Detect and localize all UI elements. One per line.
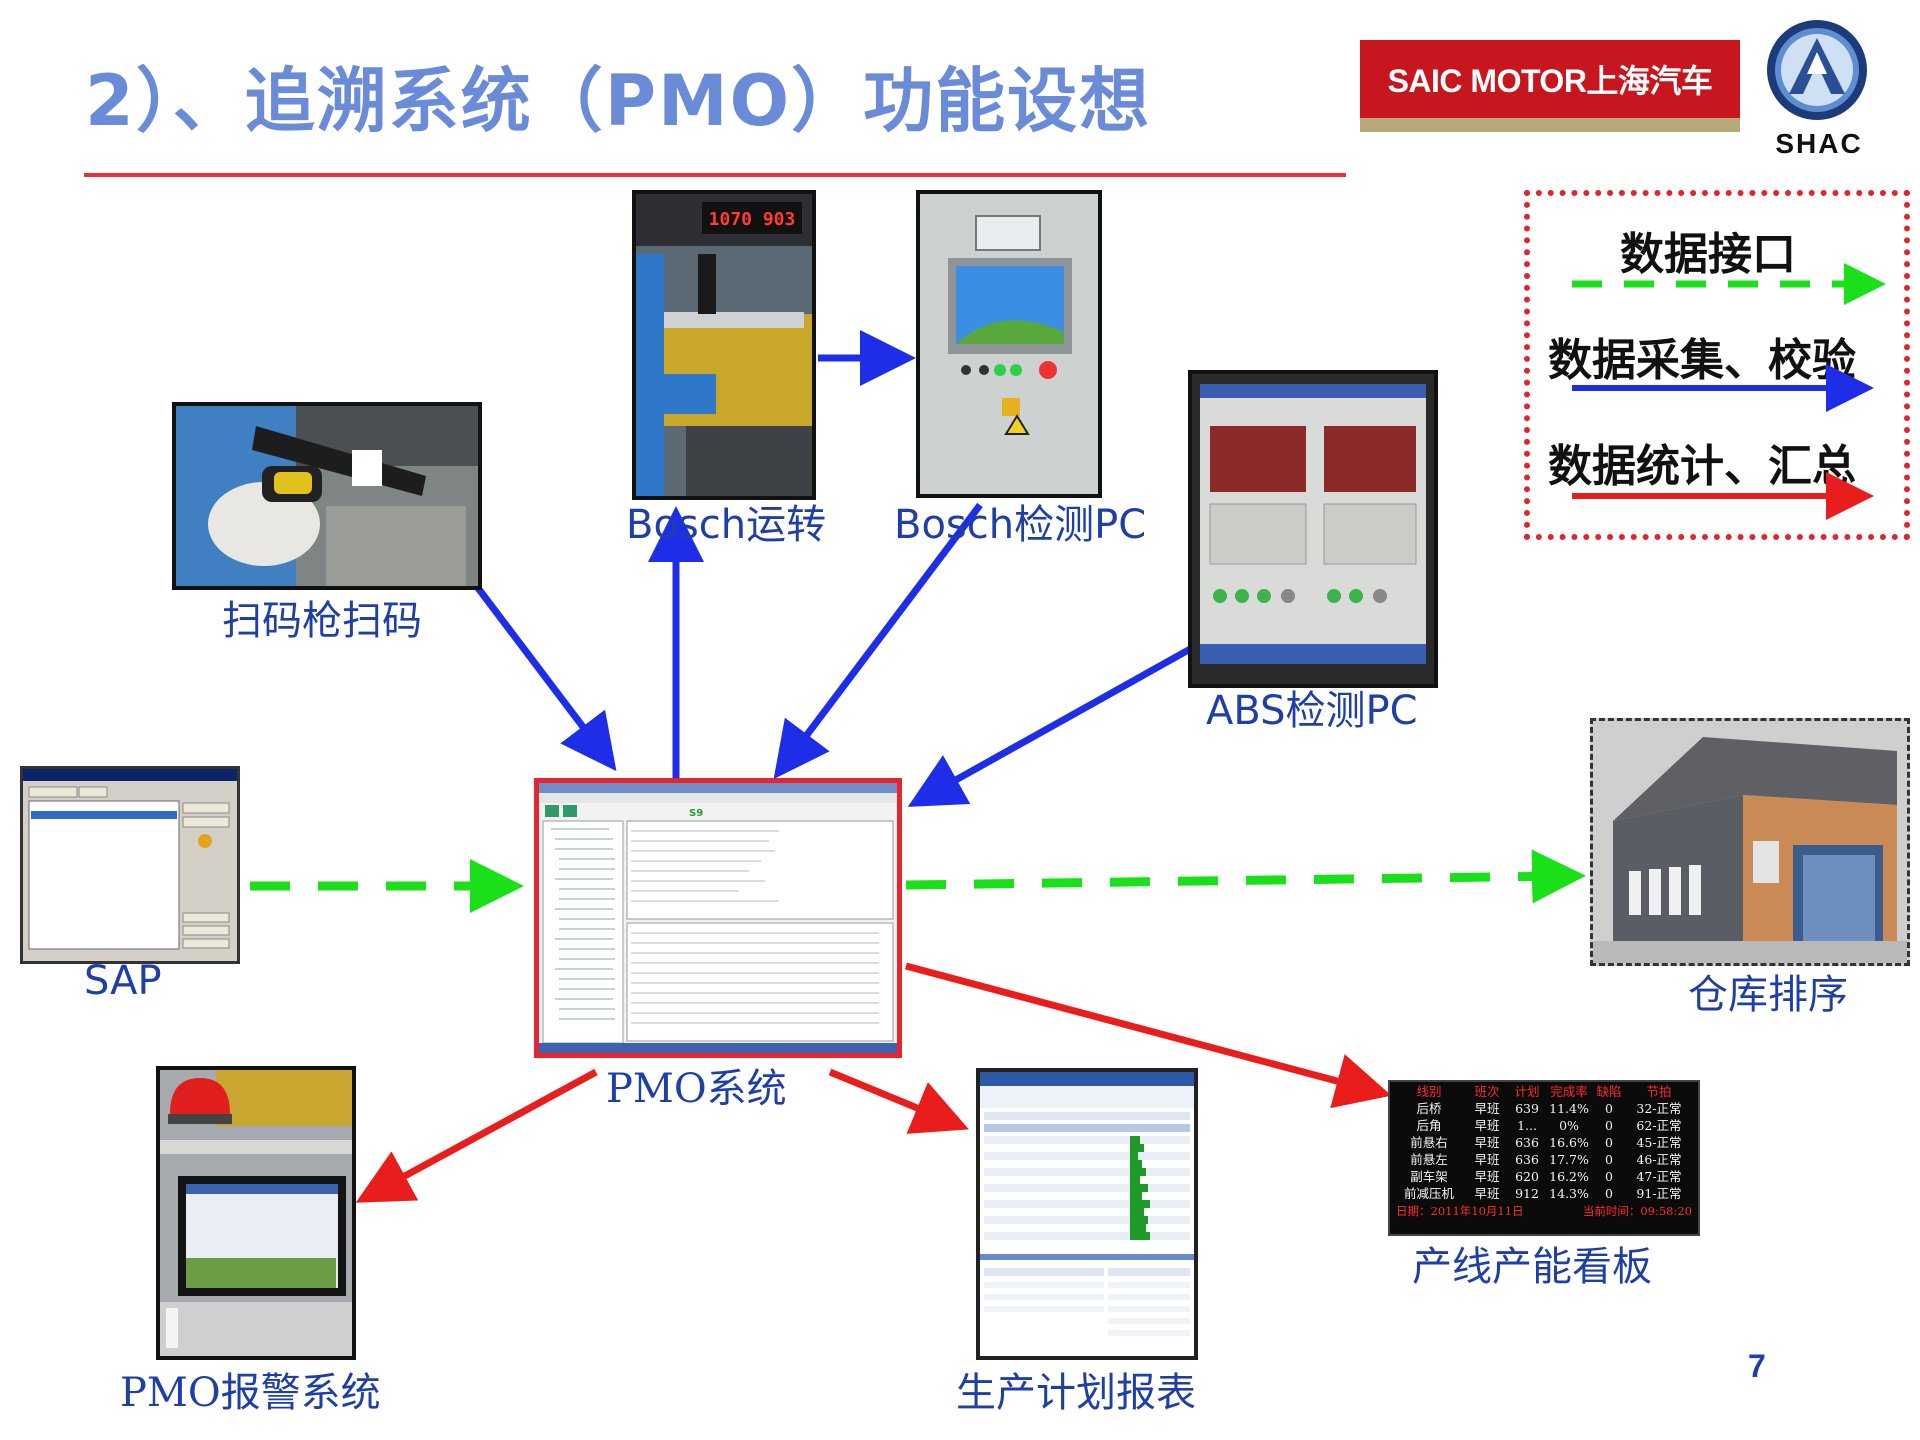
abs-pc-label: ABS检测PC bbox=[1206, 688, 1418, 734]
kanban-cell: 16.6% bbox=[1549, 1135, 1589, 1150]
kanban-cell: 早班 bbox=[1474, 1169, 1500, 1184]
scanner-photo bbox=[172, 402, 482, 590]
kanban-cell: 32-正常 bbox=[1636, 1101, 1682, 1116]
kanban-footer-time: 当前时间：09:58:20 bbox=[1582, 1204, 1692, 1218]
legend bbox=[1524, 190, 1910, 540]
kanban-header-plan: 计划 bbox=[1514, 1084, 1540, 1099]
warehouse-label: 仓库排序 bbox=[1688, 972, 1848, 1018]
warehouse-illustration bbox=[1590, 718, 1910, 966]
alarm-label: PMO报警系统 bbox=[120, 1370, 381, 1416]
kanban-label: 产线产能看板 bbox=[1412, 1244, 1652, 1290]
kanban-cell: 620 bbox=[1515, 1169, 1539, 1184]
plan-report-window bbox=[976, 1068, 1198, 1360]
legend-label-interface: 数据接口 bbox=[1620, 229, 1796, 280]
kanban-cell: 17.7% bbox=[1549, 1152, 1589, 1167]
kanban-cell: 副车架 bbox=[1410, 1169, 1448, 1184]
kanban-cell: 11.4% bbox=[1549, 1101, 1589, 1116]
kanban-footer-date: 日期：2011年10月11日 bbox=[1396, 1204, 1524, 1218]
kanban-header-shift: 班次 bbox=[1474, 1084, 1500, 1099]
bosch-run-photo: 1070 903 bbox=[632, 190, 816, 500]
legend-label-collect: 数据采集、校验 bbox=[1548, 335, 1856, 386]
sap-window bbox=[20, 766, 240, 964]
kanban-cell: 636 bbox=[1515, 1152, 1539, 1167]
kanban-cell: 早班 bbox=[1474, 1118, 1500, 1133]
kanban-cell: 0 bbox=[1605, 1169, 1613, 1184]
plan-report-label: 生产计划报表 bbox=[956, 1370, 1196, 1416]
bosch-pc-photo bbox=[916, 190, 1102, 498]
kanban-cell: 636 bbox=[1515, 1135, 1539, 1150]
kanban-cell: 早班 bbox=[1474, 1152, 1500, 1167]
kanban-cell: 14.3% bbox=[1549, 1186, 1589, 1201]
kanban-cell: 早班 bbox=[1474, 1101, 1500, 1116]
kanban-cell: 后角 bbox=[1416, 1118, 1442, 1133]
alarm-system-photo bbox=[156, 1066, 356, 1360]
kanban-cell: 16.2% bbox=[1549, 1169, 1589, 1184]
kanban-cell: 0 bbox=[1605, 1101, 1613, 1116]
saic-motor-logo: SAIC MOTOR上海汽车 bbox=[1360, 40, 1740, 118]
kanban-cell: 639 bbox=[1515, 1101, 1539, 1116]
title-divider bbox=[84, 173, 1346, 177]
kanban-cell: 0 bbox=[1605, 1118, 1613, 1133]
kanban-cell: 62-正常 bbox=[1636, 1118, 1682, 1133]
kanban-header-defect: 缺陷 bbox=[1596, 1084, 1622, 1099]
kanban-cell: 47-正常 bbox=[1636, 1169, 1682, 1184]
shac-badge-icon bbox=[1765, 18, 1869, 122]
kanban-cell: 91-正常 bbox=[1636, 1186, 1682, 1201]
kanban-cell: 912 bbox=[1515, 1186, 1539, 1201]
page-number: 7 bbox=[1748, 1348, 1766, 1384]
kanban-cell: 后桥 bbox=[1416, 1101, 1442, 1116]
saic-logo-underline bbox=[1360, 118, 1740, 132]
page-title: 2）、追溯系统（PMO）功能设想 bbox=[85, 60, 1152, 142]
abs-pc-photo bbox=[1188, 370, 1438, 688]
kanban-cell: 0 bbox=[1605, 1186, 1613, 1201]
scanner-label: 扫码枪扫码 bbox=[222, 598, 422, 644]
kanban-cell: 0% bbox=[1559, 1118, 1579, 1133]
kanban-cell: 0 bbox=[1605, 1152, 1613, 1167]
kanban-cell: 前悬左 bbox=[1410, 1152, 1448, 1167]
kanban-cell: 早班 bbox=[1474, 1186, 1500, 1201]
kanban-cell: 0 bbox=[1605, 1135, 1613, 1150]
shac-badge-text: SHAC bbox=[1775, 128, 1863, 159]
svg-text:S9: S9 bbox=[689, 808, 703, 819]
legend-label-stats: 数据统计、汇总 bbox=[1548, 441, 1856, 492]
kanban-header-rate: 完成率 bbox=[1550, 1084, 1588, 1099]
sap-label: SAP bbox=[84, 958, 162, 1004]
kanban-cell: 前悬右 bbox=[1410, 1135, 1448, 1150]
pmo-system-window: S9 bbox=[534, 778, 902, 1058]
kanban-cell: 46-正常 bbox=[1636, 1152, 1682, 1167]
kanban-cell: 前减压机 bbox=[1403, 1186, 1454, 1201]
bosch-pc-label: Bosch检测PC bbox=[894, 502, 1147, 548]
bosch-display-readout: 1070 903 bbox=[709, 209, 796, 230]
kanban-header-line: 线别 bbox=[1416, 1084, 1442, 1099]
bosch-run-label: Bosch运转 bbox=[626, 502, 827, 548]
kanban-cell: 1... bbox=[1517, 1118, 1537, 1133]
kanban-header-takt: 节拍 bbox=[1646, 1084, 1672, 1099]
kanban-cell: 早班 bbox=[1474, 1135, 1500, 1150]
kanban-cell: 45-正常 bbox=[1636, 1135, 1682, 1150]
pmo-label: PMO系统 bbox=[606, 1066, 787, 1112]
kanban-board: 线别 班次 计划 完成率 缺陷 节拍 后桥 早班 639 11.4% 0 32-… bbox=[1388, 1080, 1700, 1236]
